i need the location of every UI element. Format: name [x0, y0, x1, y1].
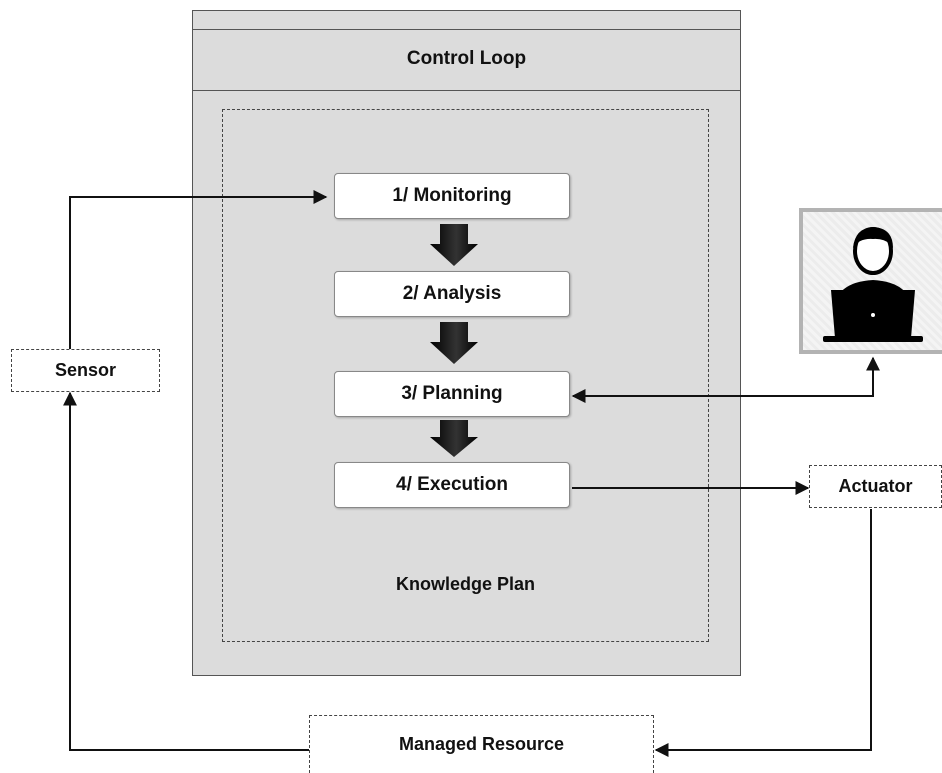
user-at-laptop-icon — [823, 227, 923, 342]
execution-box: 4/ Execution — [334, 462, 570, 508]
control-loop-title: Control Loop — [406, 48, 527, 69]
user-frame — [799, 208, 942, 354]
sensor-to-monitoring-arrow — [69, 190, 328, 349]
actuator-to-resource-arrow — [654, 509, 872, 757]
resource-to-sensor-arrow — [63, 391, 309, 751]
analysis-box: 2/ Analysis — [334, 271, 570, 317]
planning-to-execution-block-arrow — [430, 420, 478, 457]
planning-user-arrow — [571, 356, 880, 403]
monitoring-to-analysis-block-arrow — [430, 224, 478, 266]
monitoring-box: 1/ Monitoring — [334, 173, 570, 219]
planning-box: 3/ Planning — [334, 371, 570, 417]
knowledge-plan-label: Knowledge Plan — [395, 574, 536, 594]
sensor-box: Sensor — [11, 349, 160, 392]
control-loop-header: Control Loop — [193, 29, 740, 91]
managed-resource-box: Managed Resource — [309, 715, 654, 773]
actuator-box: Actuator — [809, 465, 942, 508]
analysis-to-planning-block-arrow — [430, 322, 478, 364]
